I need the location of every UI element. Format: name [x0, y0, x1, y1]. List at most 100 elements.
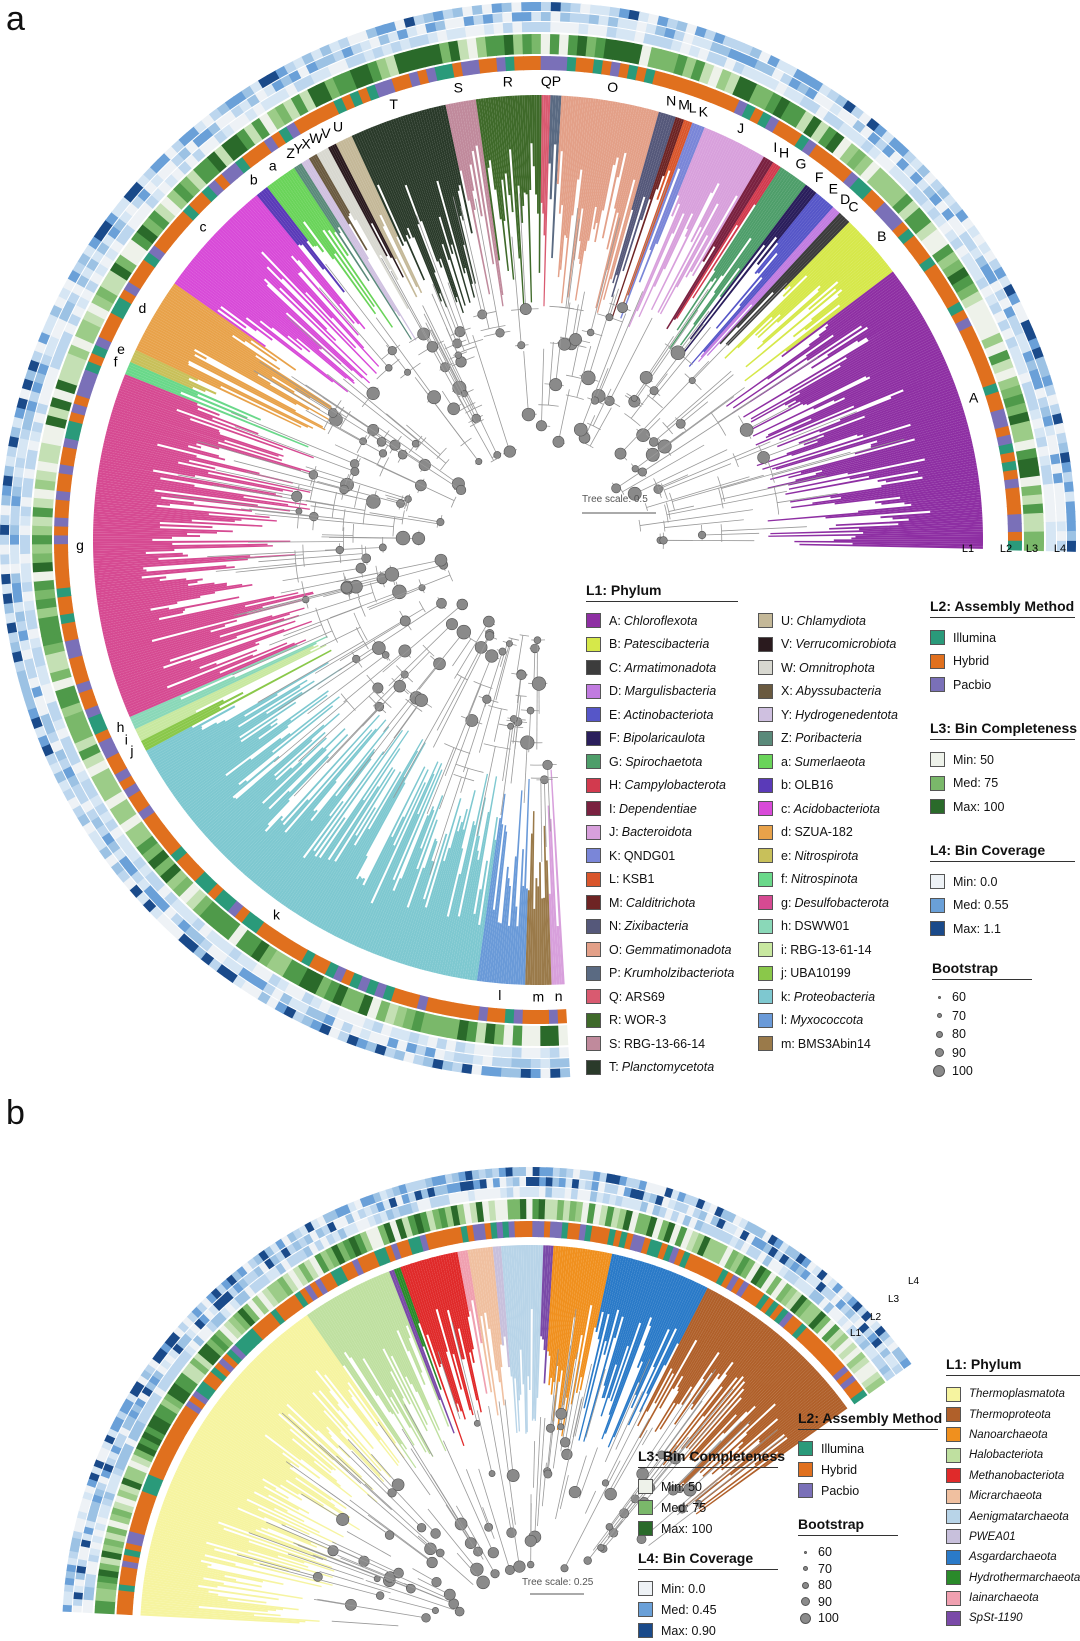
bootstrap-node	[399, 645, 411, 657]
bootstrap-item: 100	[798, 1610, 898, 1627]
tree-branch	[669, 506, 694, 511]
bootstrap-node	[650, 387, 658, 395]
bootstrap-node	[508, 723, 514, 729]
legend-code: F:	[609, 731, 620, 745]
coverage-ring-segment	[505, 1167, 513, 1176]
bootstrap-node	[525, 1535, 536, 1546]
legend-swatch	[758, 778, 773, 793]
tree-branch	[463, 699, 486, 772]
tree-branch	[452, 387, 493, 461]
legend-swatch	[638, 1602, 653, 1617]
legend-code: R:	[609, 1013, 622, 1027]
tree-branch	[646, 336, 673, 377]
assembly-ring-segment	[54, 525, 68, 535]
phylum-legend-item: l:Myxococcota	[758, 1009, 928, 1033]
bootstrap-node	[531, 644, 540, 653]
coverage-ring-segment	[0, 553, 9, 564]
tree-branch	[588, 295, 614, 378]
legend-swatch	[930, 898, 945, 913]
legend-code: A:	[609, 614, 621, 628]
tree-branch	[566, 375, 581, 378]
phylum-legend-item: f:Nitrospinota	[758, 868, 928, 892]
legend-swatch	[758, 966, 773, 981]
legend-label: Dependentiae	[619, 802, 697, 816]
coverage-ring-segment	[570, 13, 581, 23]
bootstrap-node	[432, 1577, 442, 1587]
bootstrap-dot	[937, 1013, 942, 1018]
legend-swatch	[758, 613, 773, 628]
clade-letter: c	[200, 218, 207, 234]
bootstrap-node	[437, 518, 444, 525]
clade-letter: E	[829, 181, 838, 197]
bootstrap-dot	[802, 1582, 809, 1589]
legend-swatch	[638, 1521, 653, 1536]
bootstrap-node	[336, 546, 344, 554]
coverage-ring-segment	[510, 1058, 521, 1067]
bootstrap-node	[587, 329, 594, 336]
tree-branch	[541, 778, 542, 862]
completeness-legend-item: Med: 75	[930, 772, 1075, 796]
tree-branch	[667, 371, 731, 427]
tree-branch	[454, 774, 475, 780]
tree-branch	[524, 743, 527, 803]
coverage-ring-segment	[513, 1187, 521, 1197]
tree-branch	[548, 342, 553, 405]
bootstrap-node	[336, 1513, 348, 1525]
legend-code: i:	[781, 943, 787, 957]
coverage-ring-segment	[11, 572, 21, 583]
phylum-legend-item: Iainarchaeota	[946, 1588, 1080, 1608]
bootstrap-label: 80	[952, 1027, 966, 1041]
tree-branch	[494, 709, 501, 742]
coverage-ring-segment	[10, 553, 19, 564]
legend-code: a:	[781, 755, 791, 769]
completeness-ring-segment	[539, 1026, 549, 1046]
bootstrap-node	[632, 465, 639, 472]
legend-code: M:	[609, 896, 623, 910]
coverage-ring-segment	[558, 1047, 569, 1058]
tree-branch	[534, 1441, 535, 1488]
clade-letter: S	[454, 80, 463, 96]
tree-branch	[624, 413, 640, 426]
legend-swatch	[930, 630, 945, 645]
bootstrap-node	[425, 1543, 437, 1555]
coverage-ring-segment	[1044, 493, 1055, 504]
bootstrap-node	[606, 1523, 613, 1530]
bootstrap-dot	[936, 1031, 943, 1038]
legend-label: Min: 50	[953, 753, 994, 767]
legend-swatch	[586, 872, 601, 887]
coverage-ring-segment	[539, 1059, 550, 1068]
bootstrap-node	[518, 342, 525, 349]
bootstrap-node	[615, 448, 626, 459]
bootstrap-item: 90	[798, 1594, 898, 1611]
phylum-legend-item: Thermoproteota	[946, 1404, 1080, 1424]
coverage-ring-segment	[519, 1167, 527, 1176]
clade-letter: L	[689, 100, 697, 116]
coverage-ring-segment	[533, 1177, 541, 1186]
phylum-legend-title: L1: Phylum	[586, 582, 738, 602]
ring-label: L1	[962, 543, 974, 555]
bootstrap-node	[379, 450, 387, 458]
tree-branch	[365, 1484, 440, 1553]
tree-branch	[711, 412, 726, 435]
legend-swatch	[946, 1550, 961, 1565]
tree-branch	[541, 349, 543, 426]
tree-branch	[640, 510, 753, 526]
bootstrap-node	[527, 1561, 534, 1568]
legend-label: RBG-13-66-14	[624, 1037, 705, 1051]
tree-branch	[634, 310, 698, 401]
phylum-legend-item: Nanoarchaeota	[946, 1425, 1080, 1445]
bootstrap-item: 80	[798, 1577, 898, 1594]
bootstrap-node	[556, 1408, 567, 1419]
tree-branch	[272, 593, 373, 625]
ring-label: L3	[888, 1294, 900, 1305]
legend-code: O:	[609, 943, 622, 957]
legend-label: DSWW01	[794, 919, 849, 933]
bootstrap-node	[574, 423, 587, 436]
legend-label: Hydrothermarchaeota	[969, 1572, 1080, 1584]
legend-swatch	[638, 1479, 653, 1494]
legend-label: Max: 0.90	[661, 1624, 716, 1638]
bootstrap-node	[758, 451, 770, 463]
bootstrap-node	[477, 1576, 490, 1589]
